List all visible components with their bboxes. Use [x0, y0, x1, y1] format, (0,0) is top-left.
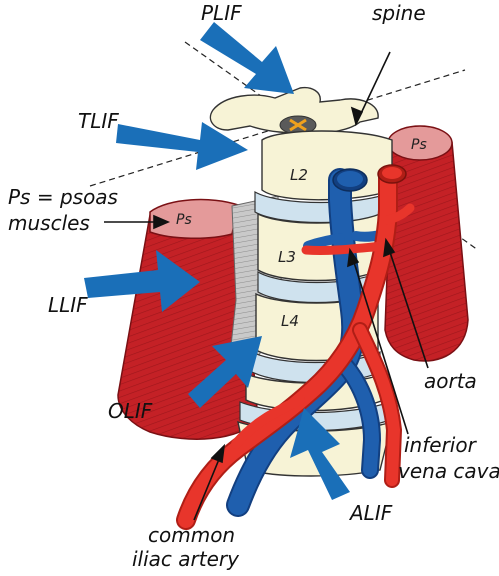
- ps-left-label: Ps: [176, 212, 192, 228]
- ps-right-label: Ps: [411, 137, 427, 153]
- ps-definition-line2: muscles: [8, 211, 90, 235]
- llif-label: LLIF: [48, 293, 88, 317]
- right-psoas-muscle: Ps: [385, 126, 468, 361]
- level-l4-label: L4: [281, 312, 299, 330]
- tlif-label: TLIF: [78, 109, 119, 133]
- level-l2-label: L2: [290, 166, 308, 184]
- ps-definition-line1: Ps = psoas: [8, 185, 118, 209]
- ivc-label-line2: vena cava: [398, 459, 499, 483]
- level-l3-label: L3: [278, 248, 296, 266]
- ivc-label-line1: inferior: [404, 433, 478, 457]
- aorta-label: aorta: [424, 369, 477, 393]
- cia-label-line2: iliac artery: [132, 547, 240, 571]
- alif-label: ALIF: [348, 501, 393, 525]
- spine-label: spine: [372, 1, 426, 25]
- cia-label-line1: common: [148, 523, 235, 547]
- plif-label: PLIF: [201, 1, 242, 25]
- plif-arrow: [200, 22, 294, 94]
- olif-label: OLIF: [108, 399, 153, 423]
